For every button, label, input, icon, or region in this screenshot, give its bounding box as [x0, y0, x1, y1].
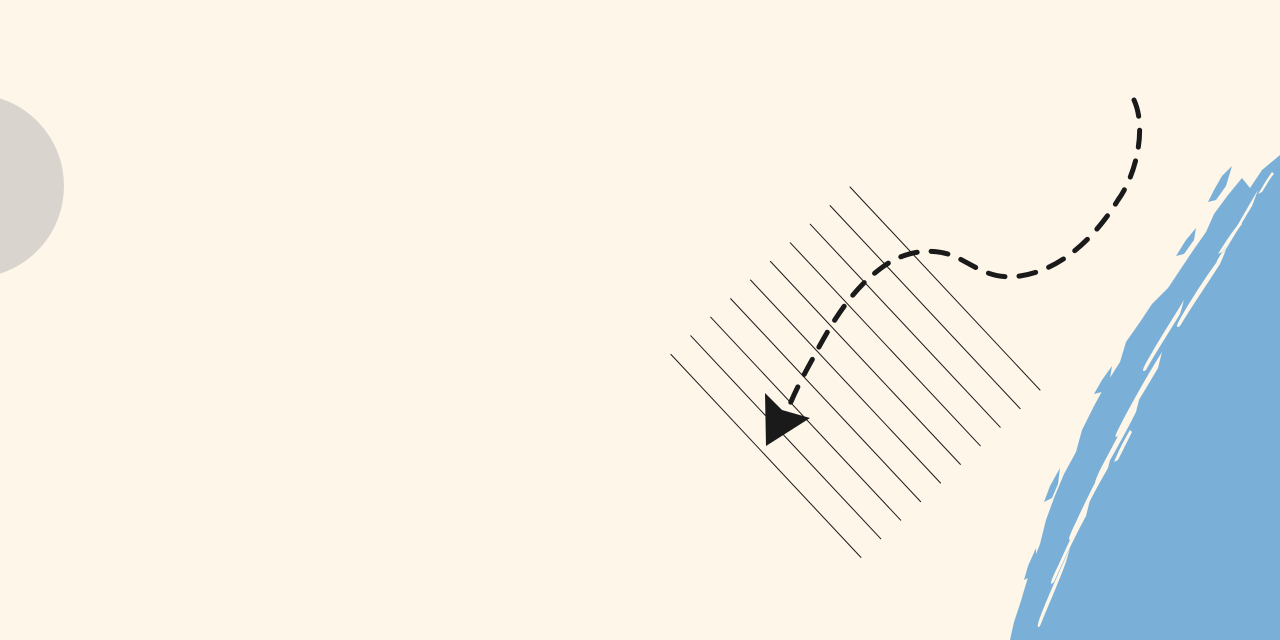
- water-foam-streak: [1095, 396, 1140, 484]
- brush-stroke-blue-area: [1010, 155, 1280, 640]
- hatch-line: [750, 279, 941, 484]
- water-edge-chunk: [1208, 166, 1232, 202]
- diagonal-hatch-lines: [670, 186, 1041, 558]
- water-foam-streak: [1258, 172, 1274, 194]
- hatch-line: [849, 186, 1041, 391]
- water-foam-streak: [1115, 352, 1162, 437]
- water-foam-streak: [1143, 300, 1184, 372]
- water-edge-chunk: [1024, 548, 1036, 580]
- dashed-curved-path: [787, 97, 1143, 407]
- water-foam-streak: [1177, 250, 1226, 328]
- arrowhead-icon: [765, 393, 810, 446]
- water-foam-streak: [1051, 500, 1090, 584]
- hatch-line: [769, 260, 961, 465]
- water-foam-streak: [1218, 222, 1242, 254]
- hatch-line: [789, 242, 981, 447]
- hatch-line: [809, 223, 1001, 428]
- water-foam-streak: [1037, 548, 1070, 628]
- hatch-line: [690, 335, 882, 540]
- hatch-line: [670, 353, 862, 558]
- water-edge-chunk: [1094, 366, 1112, 394]
- water-edge-chunk: [1044, 468, 1060, 502]
- hatch-line: [829, 205, 1021, 410]
- hatch-line: [730, 298, 922, 503]
- water-foam-streak: [1114, 430, 1132, 462]
- water-edge-chunk: [1176, 228, 1196, 256]
- grey-circle: [0, 98, 64, 274]
- water-foam-streak: [1069, 452, 1112, 540]
